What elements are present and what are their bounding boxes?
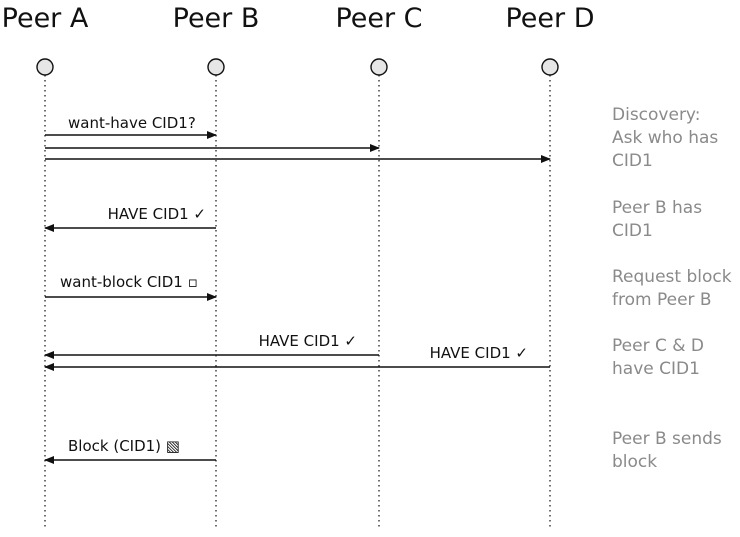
message-4: HAVE CID1 ✓ [44,205,216,232]
message-label: want-block CID1 ▫ [60,273,198,291]
note-peer-b-sends: Peer B sends block [612,429,722,472]
message-label: Block (CID1) ▧ [68,437,180,455]
lifeline-peer-c: Peer C [335,3,423,528]
peer-title-b: Peer B [173,3,260,34]
message-label: want-have CID1? [68,114,196,132]
message-8: Block (CID1) ▧ [44,437,216,464]
peer-title-a: Peer A [2,3,89,34]
peer-node-circle [207,58,225,76]
lifeline-peer-d: Peer D [505,3,595,528]
peer-title-c: Peer C [335,3,422,34]
note-peer-b-has: Peer B has CID1 [612,198,703,241]
message-6: HAVE CID1 ✓ [44,332,379,359]
message-1: want-have CID1? [45,114,217,139]
note-request-block: Request block from Peer B [612,267,732,310]
peer-node-circle [36,58,54,76]
message-5: want-block CID1 ▫ [45,273,217,301]
lifeline-peer-b: Peer B [173,3,260,528]
note-peers-c-d-have: Peer C & D have CID1 [612,336,704,379]
message-label: HAVE CID1 ✓ [108,205,206,223]
lifeline-peer-a: Peer A [2,3,89,528]
note-discovery: Discovery: Ask who has CID1 [612,105,719,171]
message-7: HAVE CID1 ✓ [44,344,550,371]
peer-node-circle [541,58,559,76]
message-label: HAVE CID1 ✓ [430,344,528,362]
peer-title-d: Peer D [505,3,594,34]
message-label: HAVE CID1 ✓ [259,332,357,350]
peer-node-circle [370,58,388,76]
